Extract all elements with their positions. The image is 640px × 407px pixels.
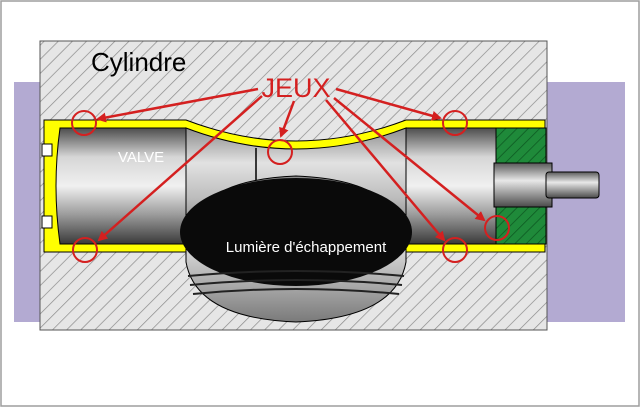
arrow-center (279, 100, 296, 138)
arrow-seal (333, 97, 486, 222)
port-ring-2 (189, 279, 403, 286)
port-ring-1 (187, 270, 405, 277)
clearance-circle-top-left (71, 110, 97, 136)
right-end-cap (547, 82, 625, 322)
valve-land-right (405, 127, 497, 245)
exhaust-port-label: Lumière d'échappement (226, 239, 387, 256)
arrow-top-left (96, 87, 259, 123)
valve-rod (493, 162, 553, 208)
port-ring-3 (192, 288, 400, 295)
cylinder-label: Cylindre (91, 47, 186, 77)
left-end-cap (14, 82, 44, 322)
clearance-circle-top-right (442, 110, 468, 136)
clearance-circle-seal (484, 215, 510, 241)
exhaust-port-opening (180, 178, 412, 286)
groove-bottom (41, 215, 53, 229)
valve-rod-tip (545, 171, 600, 199)
groove-top (41, 143, 53, 157)
arrow-bottom-right (325, 99, 446, 242)
arrow-bottom-left (97, 95, 263, 242)
valve-land-left (55, 127, 187, 245)
clearance-circle-bottom-right (442, 237, 468, 263)
clearance-circle-center (267, 139, 293, 165)
clearances-label: JEUX (261, 73, 330, 103)
valve-label: VALVE (118, 149, 164, 166)
arrow-top-right (335, 87, 442, 121)
clearance-circle-bottom-left (72, 237, 98, 263)
